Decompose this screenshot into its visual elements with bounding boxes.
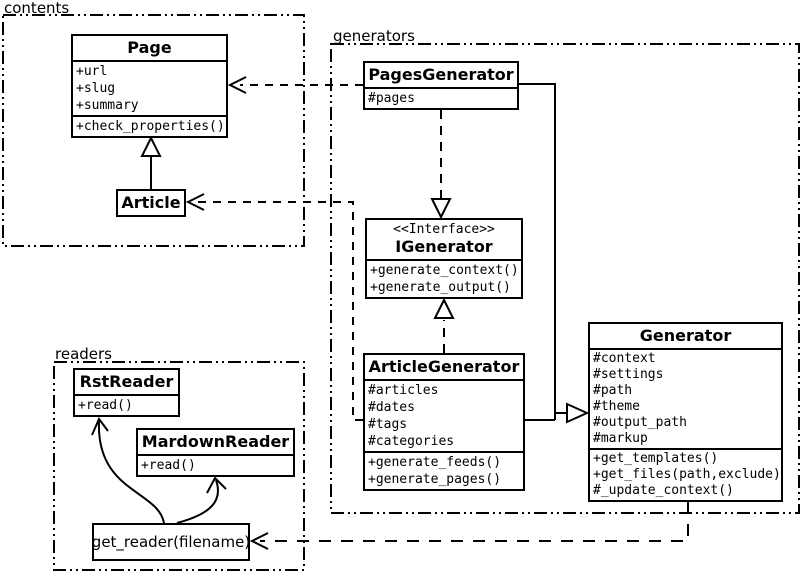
attribute: +url <box>76 64 108 79</box>
attribute: #categories <box>368 434 455 449</box>
class-igenerator-name: IGenerator <box>395 237 493 256</box>
method: +check_properties() <box>76 119 225 134</box>
method: +read() <box>78 398 133 413</box>
arrowhead-pagesgenerator-to-igenerator <box>430 198 452 220</box>
class-igenerator: <<Interface>> IGenerator +generate_conte… <box>365 218 523 299</box>
class-page-name: Page <box>127 38 172 57</box>
arrowhead-article-to-page <box>140 135 162 157</box>
method: #_update_context() <box>593 483 734 498</box>
function-get-reader: get_reader(filename) <box>92 523 250 561</box>
class-page-attributes: +url +slug +summary <box>73 60 226 115</box>
arrowhead-pagesgenerator-to-page <box>227 76 247 94</box>
class-articlegenerator-name: ArticleGenerator <box>368 357 520 376</box>
class-mardownreader-methods: +read() <box>138 454 293 475</box>
class-pagesgenerator-attributes: #pages <box>365 87 517 108</box>
attribute: #settings <box>593 367 664 382</box>
class-page: Page +url +slug +summary +check_properti… <box>71 34 228 138</box>
method: +generate_pages() <box>368 472 502 487</box>
class-generator: Generator #context #settings #path #them… <box>588 322 783 502</box>
attribute: #context <box>593 351 656 366</box>
method: +generate_context() <box>370 263 519 278</box>
class-article: Article <box>116 189 186 217</box>
class-rstreader: RstReader +read() <box>73 368 180 417</box>
class-articlegenerator: ArticleGenerator #articles #dates #tags … <box>363 353 525 491</box>
attribute: #theme <box>593 399 640 414</box>
class-page-methods: +check_properties() <box>73 115 226 136</box>
method: +get_files(path,exclude) <box>593 467 781 482</box>
attribute: +slug <box>76 81 116 96</box>
class-articlegenerator-attributes: #articles #dates #tags #categories <box>365 379 523 451</box>
class-generator-name: Generator <box>639 326 732 345</box>
arrow-generator-to-getreader <box>260 502 689 542</box>
class-igenerator-header: <<Interface>> IGenerator <box>367 220 521 259</box>
class-igenerator-stereotype: <<Interface>> <box>393 222 495 237</box>
attribute: +summary <box>76 98 139 113</box>
class-mardownreader-name: MardownReader <box>141 432 290 451</box>
class-generator-attributes: #context #settings #path #theme #output_… <box>590 348 781 448</box>
attribute: #tags <box>368 417 408 432</box>
arrowhead-articlegenerator-to-igenerator <box>433 297 455 319</box>
package-label-generators: generators <box>333 27 415 45</box>
attribute: #output_path <box>593 415 687 430</box>
arrowhead-getreader-to-rstreader <box>91 417 109 436</box>
arrowhead-articlegenerator-to-article <box>185 193 205 211</box>
arrowhead-to-generator <box>566 402 590 424</box>
class-article-name: Article <box>121 193 181 212</box>
class-rstreader-name: RstReader <box>79 372 174 391</box>
package-label-readers: readers <box>55 345 112 363</box>
class-articlegenerator-methods: +generate_feeds() +generate_pages() <box>365 451 523 489</box>
method: +read() <box>141 458 196 473</box>
attribute: #dates <box>368 400 415 415</box>
function-get-reader-label: get_reader(filename) <box>91 533 251 551</box>
class-rstreader-methods: +read() <box>75 394 178 415</box>
attribute: #articles <box>368 383 439 398</box>
method: +generate_feeds() <box>368 455 502 470</box>
class-pagesgenerator-name: PagesGenerator <box>368 65 514 84</box>
attribute: #markup <box>593 431 648 446</box>
method: +generate_output() <box>370 280 511 295</box>
class-generator-methods: +get_templates() +get_files(path,exclude… <box>590 448 781 500</box>
arrow-generator-merge <box>554 412 567 420</box>
attribute: #pages <box>368 91 415 106</box>
class-pagesgenerator: PagesGenerator #pages <box>363 61 519 110</box>
arrowhead-generator-to-getreader <box>249 532 269 550</box>
class-igenerator-methods: +generate_context() +generate_output() <box>367 259 521 297</box>
arrowhead-getreader-to-mardownreader <box>206 476 227 494</box>
method: +get_templates() <box>593 451 719 466</box>
arrow-getreader-to-mardownreader <box>176 479 219 524</box>
arrow-articlegenerator-to-article <box>196 201 363 421</box>
package-label-contents: contents <box>4 0 70 17</box>
attribute: #path <box>593 383 633 398</box>
class-mardownreader: MardownReader +read() <box>136 428 295 477</box>
